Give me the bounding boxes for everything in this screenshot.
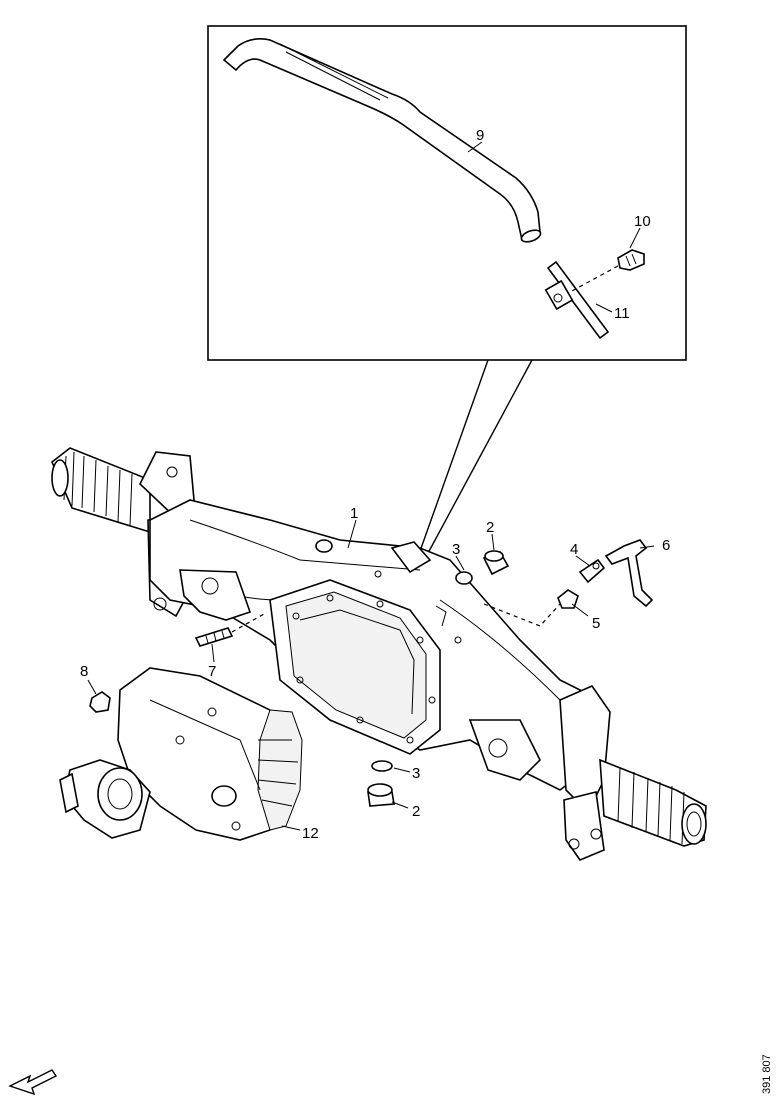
inset-frame <box>207 25 687 361</box>
inset-pointer <box>413 359 533 569</box>
stud <box>194 627 234 647</box>
washer-lower <box>371 760 393 772</box>
direction-arrow <box>8 1069 58 1096</box>
callout-3-lower: 3 <box>412 765 420 782</box>
reference-number: 391 807 <box>761 1054 773 1094</box>
callout-4: 4 <box>570 541 578 558</box>
plug-upper <box>482 550 510 576</box>
callout-10: 10 <box>634 213 651 230</box>
callout-1: 1 <box>350 505 358 522</box>
callout-9: 9 <box>476 127 484 144</box>
axle-housing <box>51 447 707 861</box>
callout-7: 7 <box>208 663 216 680</box>
nut-8 <box>89 691 111 713</box>
nut <box>557 589 579 609</box>
breather-valve <box>578 558 606 584</box>
callout-3-upper: 3 <box>452 541 460 558</box>
callout-8: 8 <box>80 663 88 680</box>
pipe <box>604 539 654 608</box>
washer-upper <box>455 571 473 585</box>
hose-pipe <box>544 260 610 340</box>
callout-5: 5 <box>592 615 600 632</box>
callout-11: 11 <box>614 305 630 322</box>
differential-carrier <box>59 667 303 841</box>
callout-12: 12 <box>302 825 319 842</box>
callout-2-upper: 2 <box>486 519 494 536</box>
callout-6: 6 <box>662 537 670 554</box>
bolt <box>617 249 645 271</box>
breather-hose <box>222 38 542 243</box>
plug-lower <box>367 783 395 807</box>
detail-inset: 9 10 11 <box>207 25 687 361</box>
callout-2-lower: 2 <box>412 803 420 820</box>
